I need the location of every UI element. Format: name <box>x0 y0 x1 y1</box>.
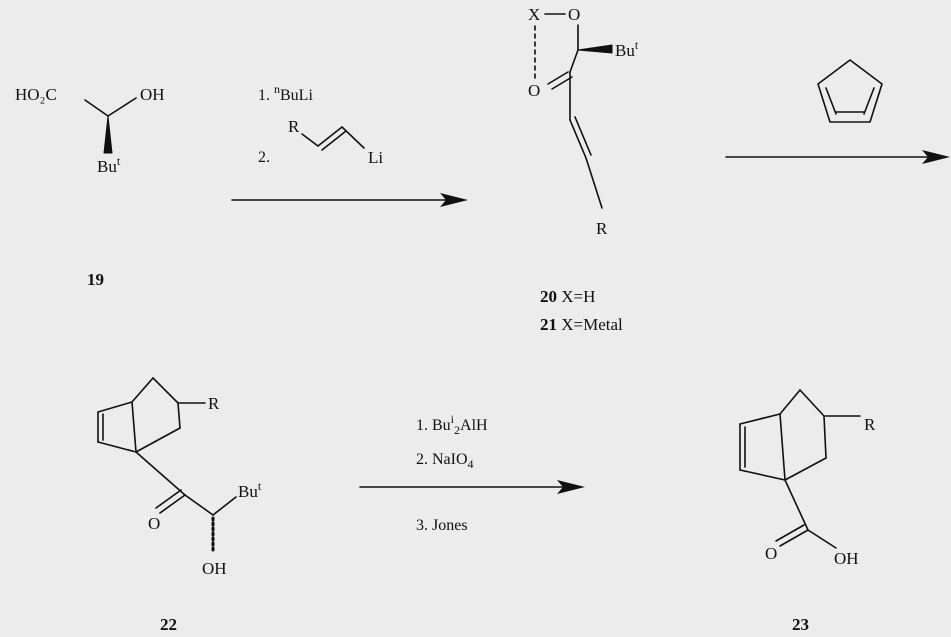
arrow-2-head <box>922 150 950 164</box>
acid-hydroxyl-label: OH <box>834 549 859 568</box>
bond-cbeta-r <box>585 157 603 209</box>
condition-line-3: 3. Jones <box>416 517 468 534</box>
bond-ca-cco <box>569 49 579 73</box>
step-2-conditions <box>817 59 883 123</box>
bond-c4-ccooh <box>784 479 809 531</box>
compound-label-23: 23 <box>792 615 809 634</box>
carbonyl-double-bond-a <box>547 71 569 85</box>
acid-double-bond-b <box>775 524 805 542</box>
carbonyl-double-bond-b <box>551 76 573 90</box>
bond-c1-c4 <box>779 413 786 481</box>
bond-ca-tbu <box>212 496 237 516</box>
bond-c7-c6 <box>823 415 827 459</box>
vinyl-double-bond-a <box>317 126 343 147</box>
cyclopentadiene-double-bond-2 <box>825 87 837 115</box>
r-group-label: R <box>208 394 220 413</box>
step-1-conditions: 1. nBuLi 2. R Li <box>258 82 383 167</box>
compound-label-19: 19 <box>87 270 104 289</box>
tbu-label: But <box>97 154 121 176</box>
reaction-arrow-3 <box>359 480 585 494</box>
vinyl-r-label: R <box>288 117 300 136</box>
wedge-bond-tbu <box>577 44 613 54</box>
hydroxyl-label: OH <box>202 559 227 578</box>
vinyl-bond-3 <box>341 126 365 149</box>
bond-c1-c2 <box>739 413 781 425</box>
bridge-bond-right <box>152 377 179 404</box>
condition-line-2-number: 2. <box>258 149 270 166</box>
cyclopentadiene-double-bond-3 <box>863 87 875 115</box>
lithium-label: Li <box>368 148 383 167</box>
r-group-label: R <box>596 219 608 238</box>
step-3-conditions: 1. Bui2AlH 2. NaIO4 3. Jones <box>416 412 488 534</box>
bond-c1-c2 <box>84 99 109 117</box>
bond-c7-c6 <box>177 402 181 429</box>
oxygen-top-label: O <box>568 5 580 24</box>
compound-23: R O OH 23 <box>739 389 876 634</box>
bond-c1-c4 <box>131 401 137 453</box>
wedge-bond-tbu <box>103 115 113 154</box>
reaction-arrow-1 <box>231 193 468 207</box>
bond-cco-ca <box>184 494 214 516</box>
compound-22: R O But OH 22 <box>97 377 262 634</box>
carboxyl-label: HO₂C <box>15 85 57 104</box>
reaction-arrow-2 <box>725 150 950 164</box>
bridge-bond-left <box>131 377 154 403</box>
bond-c1-c2 <box>97 401 133 413</box>
compound-label-21: 21 X=Metal <box>540 315 623 334</box>
alkene-double-bond-a <box>569 119 587 159</box>
carbonyl-double-bond-a <box>159 494 186 514</box>
compound-label-22: 22 <box>160 615 177 634</box>
compound-20-21: X O O But R 20 X=H 21 X=Metal <box>528 5 639 334</box>
bond-c4-cco <box>135 451 186 496</box>
bridge-bond-right <box>799 389 825 417</box>
condition-line-2: 2. NaIO4 <box>416 451 474 471</box>
bond-c4-c5 <box>784 457 827 481</box>
vinyl-bond-1 <box>301 133 319 147</box>
compound-label-20: 20 X=H <box>540 287 595 306</box>
bond-c3-c4 <box>97 441 137 453</box>
bridge-bond-left <box>779 389 801 415</box>
carbonyl-oxygen-label: O <box>528 81 540 100</box>
tbu-label: But <box>615 38 639 60</box>
compound-19: HO₂C OH But 19 <box>15 85 165 289</box>
cyclopentadiene-ring <box>817 59 883 123</box>
acid-double-bond-a <box>779 529 809 547</box>
carbonyl-double-bond-b <box>155 489 182 509</box>
bond-c2-oh <box>107 97 137 117</box>
bond-c4-c5 <box>135 427 181 453</box>
x-atom-label: X <box>528 5 540 24</box>
arrow-3-head <box>557 480 585 494</box>
bond-c3-c4 <box>739 469 786 481</box>
r-group-label: R <box>864 415 876 434</box>
condition-line-1: 1. Bui2AlH <box>416 412 488 437</box>
alkene-double-bond-b <box>574 116 592 156</box>
arrow-1-head <box>440 193 468 207</box>
vinyl-double-bond-b <box>321 130 347 151</box>
hydroxyl-label: OH <box>140 85 165 104</box>
acid-carbonyl-oxygen-label: O <box>765 544 777 563</box>
tbu-label: But <box>238 479 262 501</box>
bond-c-oh <box>807 529 837 549</box>
carbonyl-oxygen-label: O <box>148 514 160 533</box>
condition-line-1: 1. nBuLi <box>258 82 313 104</box>
